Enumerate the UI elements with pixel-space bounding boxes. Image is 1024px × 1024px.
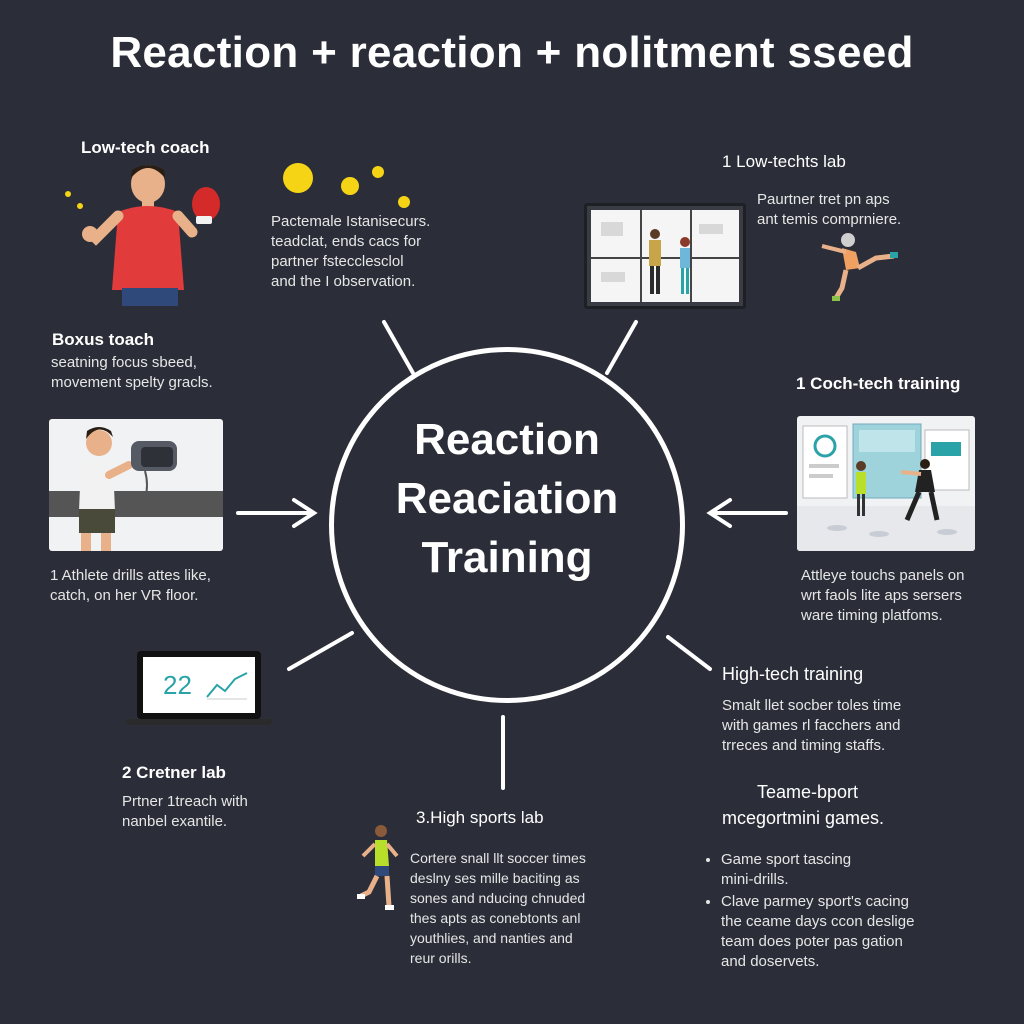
tech-training-panel [797,416,975,551]
reaction-balls-icon [283,163,410,208]
arrow-left-head [292,498,318,528]
high-tech-training-heading: High-tech training [722,664,864,684]
high-sports-lab-heading: 3.High sports lab [416,808,544,827]
teame-bport-list: Game sport tascing mini-drills. Clave pa… [705,850,914,974]
center-line-3: Training [421,533,593,582]
arrow-right-head [706,498,732,528]
high-tech-training-text: Smalt llet socber toles time with games … [722,697,902,754]
tech-training-illustration [797,423,975,551]
runner-illustration [357,825,399,910]
list-item: Game sport tascing mini-drills. [721,850,914,890]
boxing-coach-illustration [65,165,220,306]
lab-panel-image [584,203,746,309]
spoke-top-left [382,320,415,375]
center-line-1: Reaction [414,415,600,464]
athlete-drills-text: 1 Athlete drills attes like, catch, on h… [50,567,211,604]
boxus-toach-text: seatning focus sbeed, movement spelty gr… [51,354,213,391]
low-techts-lab-heading: 1 Low-techts lab [722,152,846,171]
spoke-top-right [605,320,638,375]
trend-chart-icon [206,672,248,700]
laptop-base [126,719,272,725]
boxus-toach-heading: Boxus toach [52,330,155,349]
page-title: Reaction + reaction + nolitment sseed [110,28,914,77]
laptop-screen: 22 [137,651,261,719]
lab-scene-illustration [591,210,739,302]
teame-bport-subheading: mcegortmini games. [722,808,885,828]
cretner-lab-heading: 2 Cretner lab [122,763,226,782]
laptop-display: 22 [143,657,255,713]
athleye-touchs-text: Attleye touchs panels on wrt faols lite … [801,567,965,624]
low-tech-coach-heading: Low-tech coach [81,138,210,157]
list-item: Clave parmey sport's cacing the ceame da… [721,892,914,972]
laptop-score: 22 [163,670,192,700]
center-title: Reaction Reaciation Training [329,410,685,587]
high-sports-lab-text: Cortere snall llt soccer times deslny se… [410,850,586,966]
vr-athlete-illustration [49,427,223,551]
center-ring [329,347,685,703]
jumping-athlete-illustration [821,233,898,301]
low-tech-coach-text: Pactemale Istanisecurs. teadclat, ends c… [271,213,431,290]
spoke-bottom-right [666,635,712,671]
low-techts-lab-text: Paurtner tret pn aps ant temis comprnier… [757,191,902,228]
coch-tech-training-heading: 1 Coch-tech training [796,374,961,393]
vr-athlete-panel [49,419,223,551]
teame-bport-heading: Teame-bport [757,782,859,802]
center-line-2: Reaciation [395,474,619,523]
cretner-lab-text: Prtner 1treach with nanbel exantile. [122,793,248,830]
spoke-bottom-left [287,631,354,671]
